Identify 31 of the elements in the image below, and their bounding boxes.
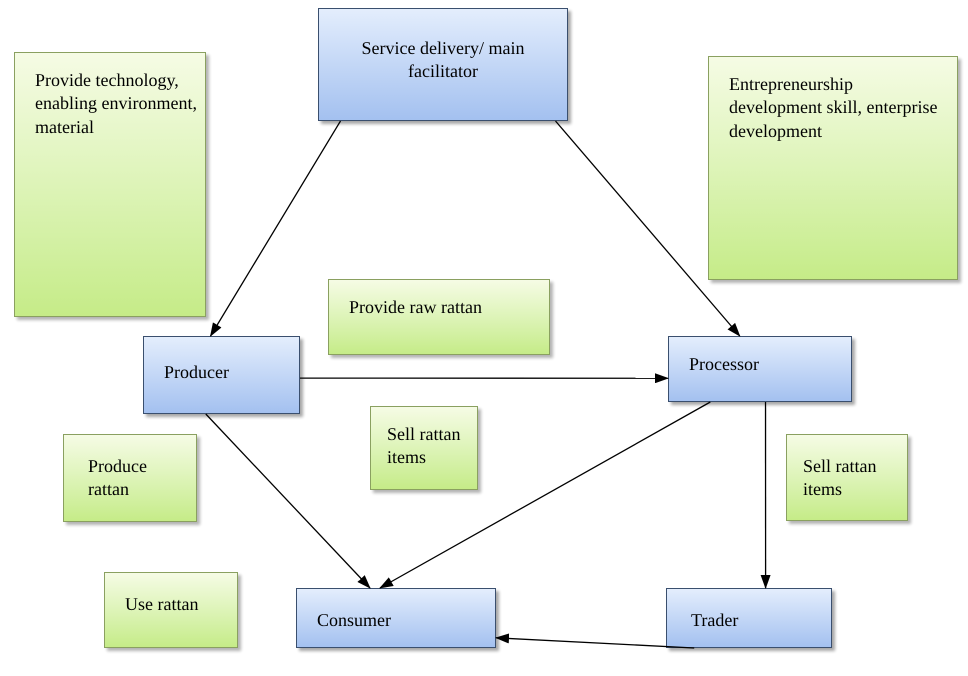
node-text: Consumer <box>317 609 392 632</box>
note-box <box>63 434 197 522</box>
node-text: Provide technology, enabling environment, material <box>35 69 197 139</box>
actor-box <box>666 588 832 648</box>
note-box <box>370 406 478 490</box>
node-text: Service delivery/ main facilitator <box>360 37 526 84</box>
node-text: Sell rattan items <box>803 455 878 502</box>
node-text: Entrepreneurship development skill, enterprise development <box>729 73 938 143</box>
arrow <box>300 373 669 384</box>
actor-box <box>143 336 300 414</box>
arrow <box>760 402 771 589</box>
node-text: Use rattan <box>125 593 200 616</box>
node-text: Provide raw rattan <box>349 296 483 319</box>
arrow <box>205 414 371 589</box>
note-box <box>14 52 206 317</box>
arrow <box>555 120 740 337</box>
arrow <box>210 120 342 337</box>
actor-box <box>318 8 568 121</box>
arrow <box>379 401 711 589</box>
note-box <box>786 434 908 521</box>
actor-box <box>296 588 496 648</box>
note-box <box>708 56 958 280</box>
node-text: Sell rattan items <box>387 423 462 470</box>
node-text: Produce rattan <box>88 455 148 502</box>
node-text: Producer <box>164 361 230 384</box>
note-box <box>328 279 550 355</box>
node-text: Processor <box>689 353 760 376</box>
arrow <box>495 633 694 649</box>
node-text: Trader <box>691 609 740 632</box>
actor-box <box>668 336 852 402</box>
note-box <box>104 572 238 648</box>
